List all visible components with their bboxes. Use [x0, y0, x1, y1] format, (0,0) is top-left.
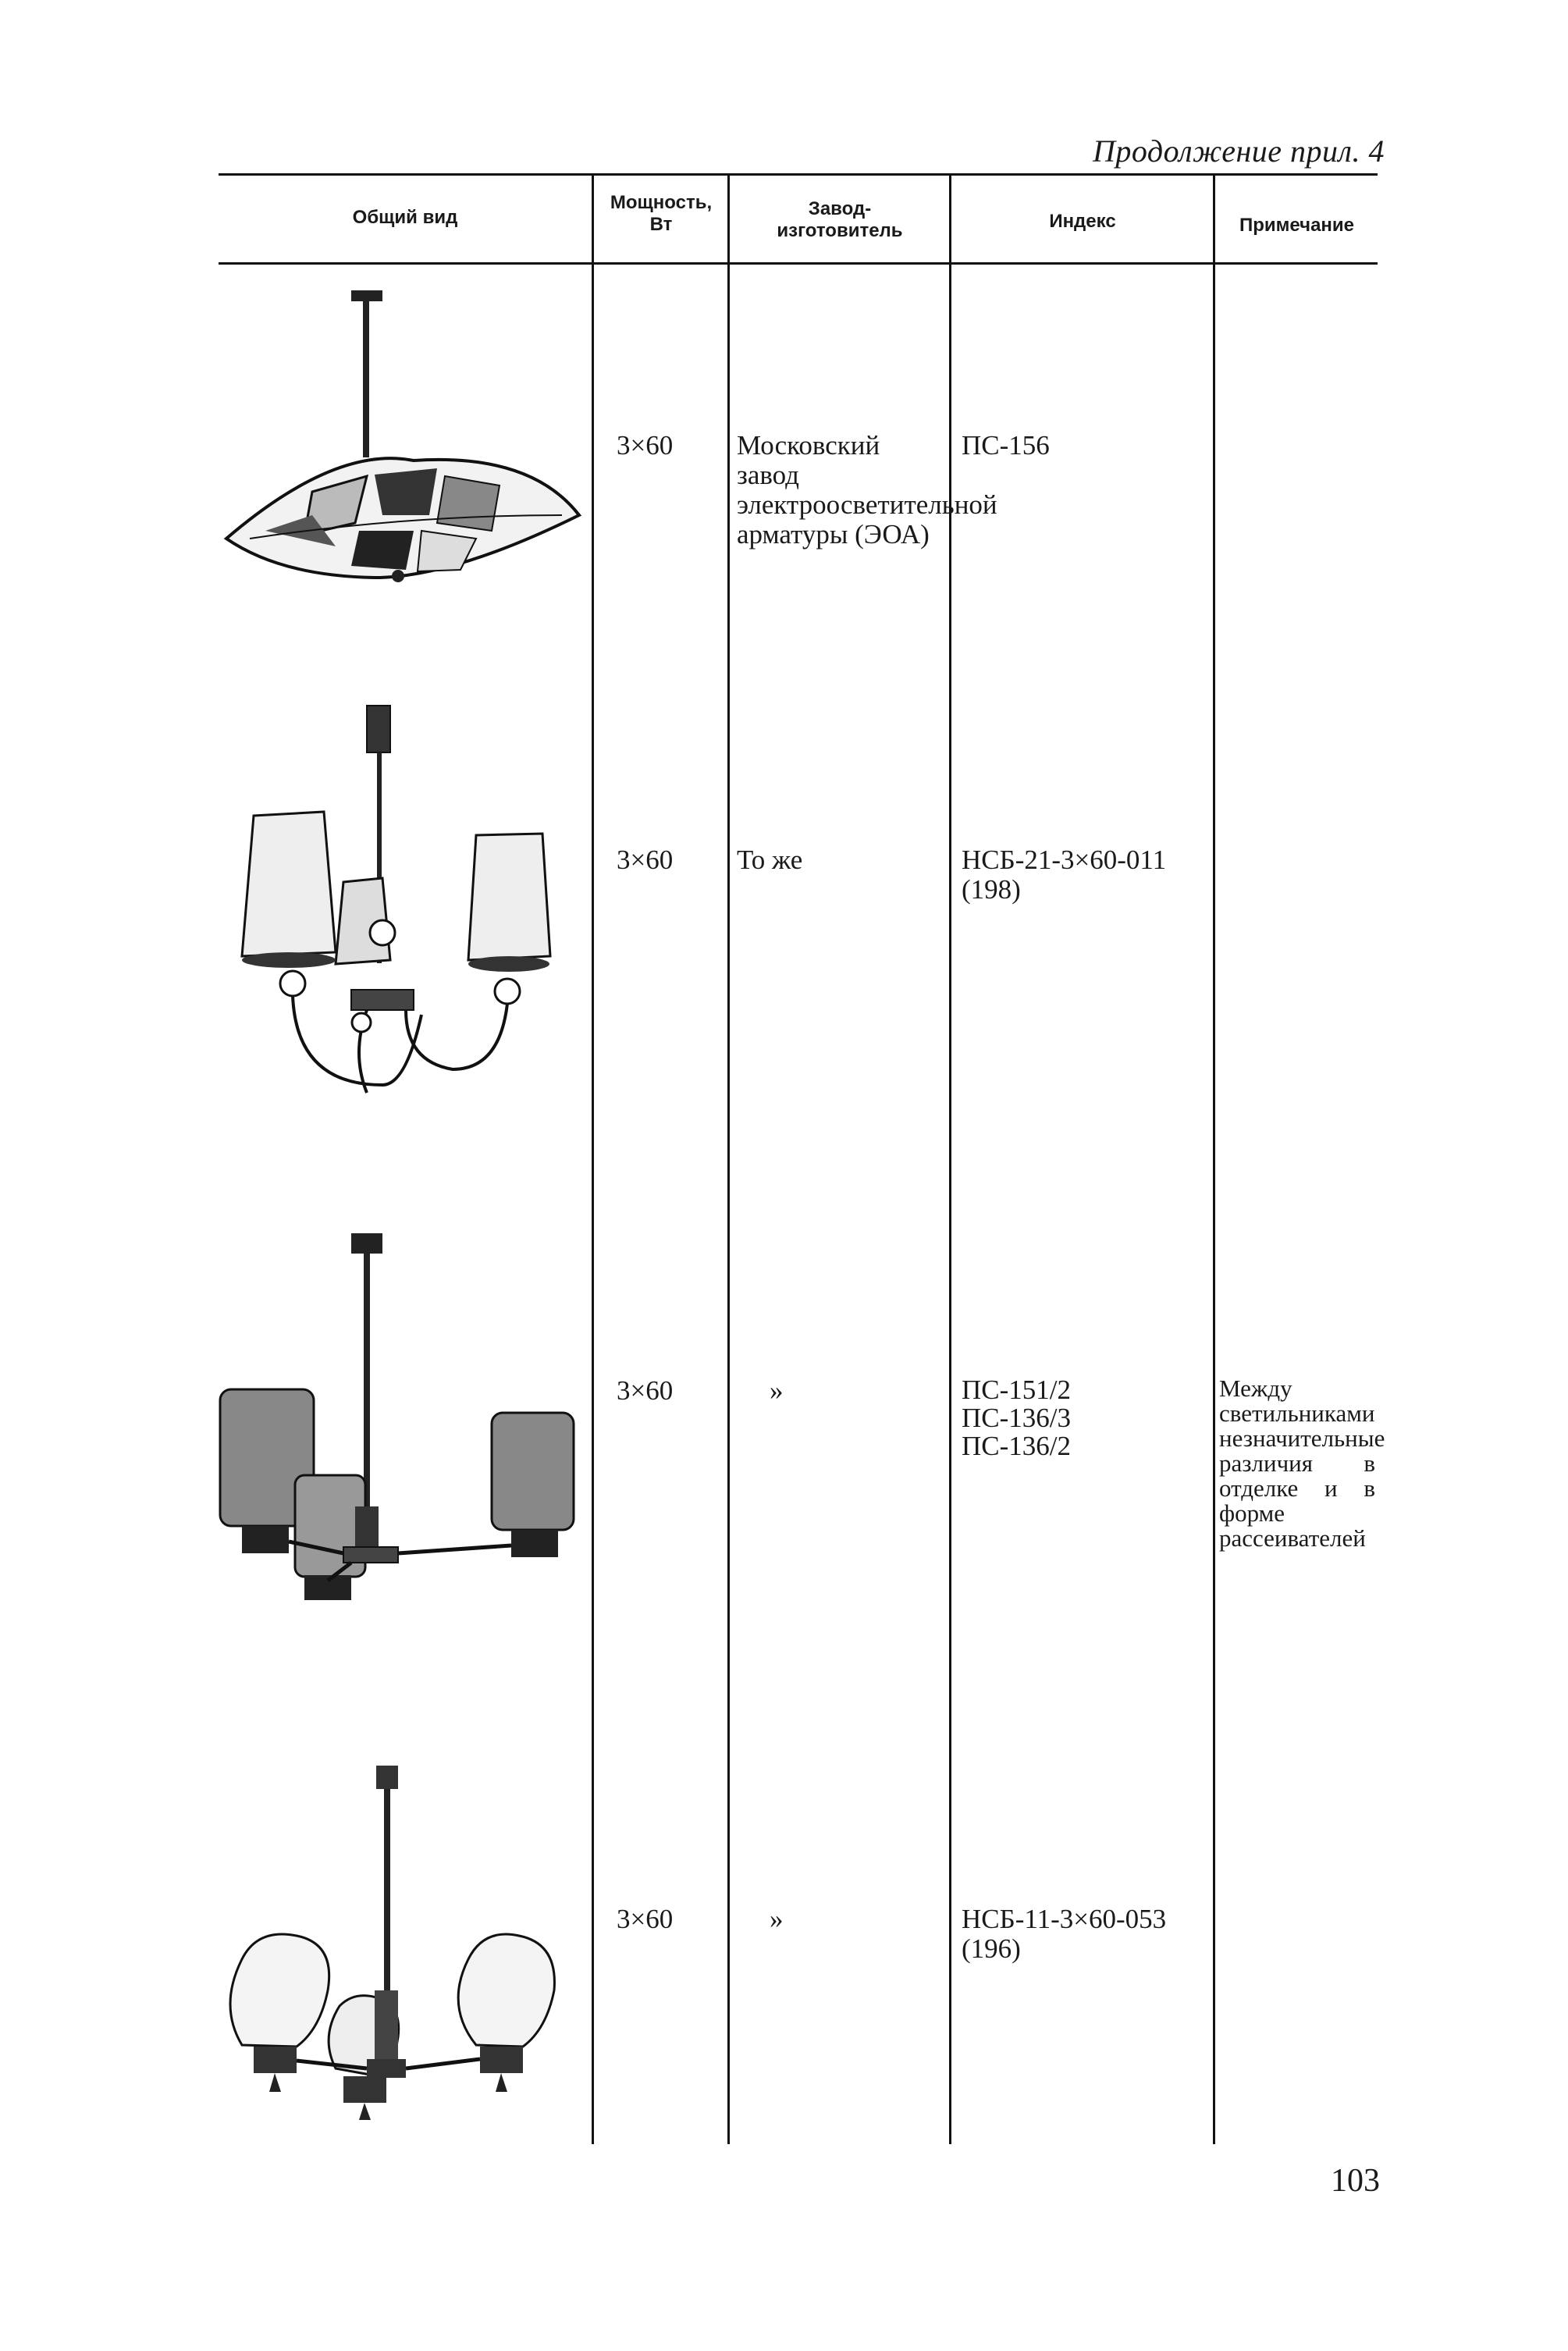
header-bottom-rule	[219, 262, 1378, 265]
three-shade-chandelier-image	[240, 705, 552, 1094]
row4-power: 3×60	[617, 1904, 674, 1934]
row4-maker: »	[770, 1904, 784, 1934]
row2-maker: То же	[737, 845, 803, 875]
row1-maker: Московский завод электроосветительной ар…	[737, 430, 997, 550]
table-top-rule	[219, 173, 1378, 176]
page-number: 103	[1331, 2163, 1380, 2199]
row3-note: Между светильниками незначительные разли…	[1219, 1375, 1385, 1552]
header-index: Индекс	[1049, 211, 1116, 232]
header-note: Примечание	[1239, 215, 1355, 236]
row2-index: НСБ-21-3×60-011 (198)	[962, 845, 1167, 905]
column-divider-3	[949, 173, 951, 2144]
row3-maker: »	[770, 1375, 784, 1406]
row2-power: 3×60	[617, 845, 674, 875]
header-view: Общий вид	[352, 207, 458, 228]
header-maker: Завод- изготовитель	[777, 198, 903, 241]
row1-power: 3×60	[617, 430, 674, 461]
three-cylinder-chandelier-image	[219, 1233, 575, 1600]
row4-index: НСБ-11-3×60-053 (196)	[962, 1904, 1167, 1964]
row3-power: 3×60	[617, 1375, 674, 1406]
three-tulip-chandelier-image	[229, 1766, 556, 2120]
column-divider-2	[727, 173, 730, 2144]
running-head: Продолжение прил. 4	[1092, 133, 1385, 169]
header-power: Мощность, Вт	[610, 192, 713, 235]
row3-index: ПС-151/2 ПС-136/3 ПС-136/2	[962, 1375, 1071, 1461]
row1-index: ПС-156	[962, 430, 1050, 461]
saucer-ceiling-lamp-image	[223, 290, 582, 582]
column-divider-4	[1213, 173, 1215, 2144]
column-divider-1	[592, 173, 594, 2144]
